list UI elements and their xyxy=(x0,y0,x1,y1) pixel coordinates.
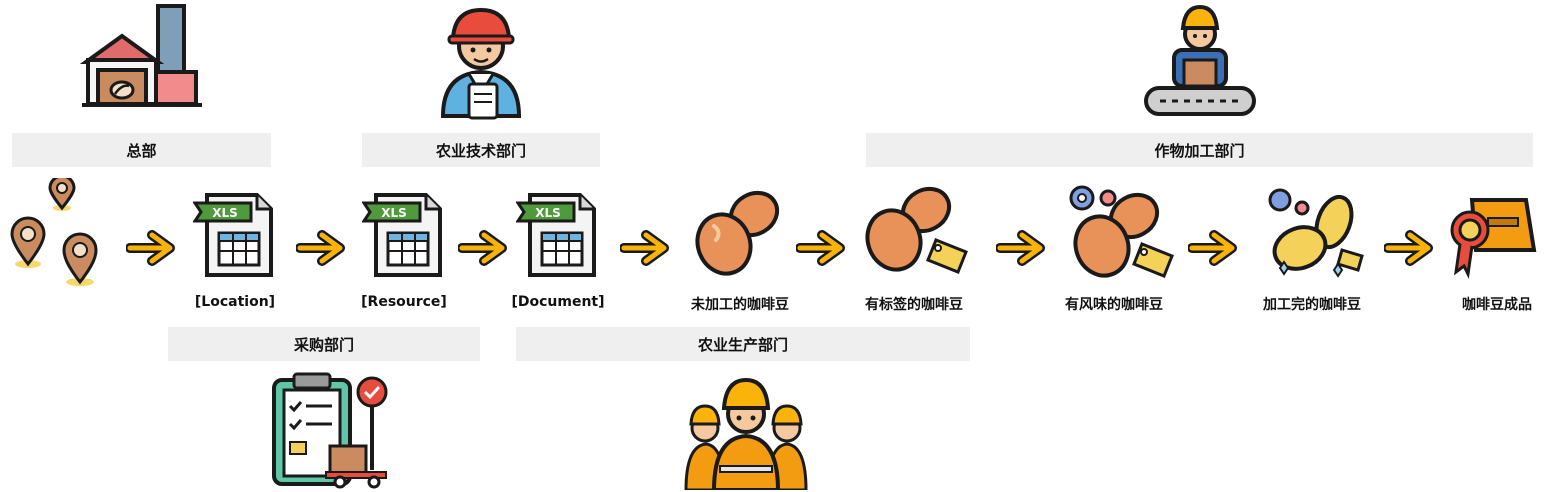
dept-hq-label: 总部 xyxy=(126,141,157,160)
arrow-right-icon xyxy=(796,230,845,266)
xls-file-icon-resource: XLS xyxy=(362,193,442,277)
dept-hq: 总部 xyxy=(12,133,271,167)
dept-purchasing: 采购部门 xyxy=(168,327,480,361)
label-processed-beans: 加工完的咖啡豆 xyxy=(1263,297,1361,313)
factory-icon xyxy=(80,4,202,107)
xls-file-icon-location: XLS xyxy=(193,193,273,277)
arrow-right-icon xyxy=(296,230,345,266)
label-raw-beans: 未加工的咖啡豆 xyxy=(691,297,789,313)
arrow-right-icon xyxy=(1384,230,1433,266)
workers-group-icon xyxy=(684,377,808,490)
dept-production-label: 农业生产部门 xyxy=(697,335,788,354)
label-document: [Document] xyxy=(511,294,605,310)
dept-agri-tech-label: 农业技术部门 xyxy=(435,141,526,160)
raw-bean-icon xyxy=(695,190,780,276)
flavored-bean-icon xyxy=(1069,185,1174,278)
worker-conveyor-icon xyxy=(1144,4,1256,116)
location-pin-icon xyxy=(10,178,98,286)
processed-bean-icon xyxy=(1268,188,1364,278)
arrow-right-icon xyxy=(126,230,175,266)
label-flavored-beans: 有风味的咖啡豆 xyxy=(1065,297,1163,313)
label-resource: [Resource] xyxy=(361,294,447,310)
xls-file-icon-document: XLS xyxy=(516,193,596,277)
arrow-right-icon xyxy=(458,230,507,266)
xls-label: XLS xyxy=(381,206,407,220)
dept-agri-tech: 农业技术部门 xyxy=(362,133,600,167)
dept-processing: 作物加工部门 xyxy=(866,133,1533,167)
label-tagged-beans: 有标签的咖啡豆 xyxy=(865,297,963,313)
dept-purchasing-label: 采购部门 xyxy=(293,335,354,354)
dept-production: 农业生产部门 xyxy=(516,327,970,361)
engineer-icon xyxy=(440,7,522,120)
xls-label: XLS xyxy=(212,206,238,220)
arrow-right-icon xyxy=(1188,230,1237,266)
xls-label: XLS xyxy=(535,206,561,220)
label-location: [Location] xyxy=(194,294,276,310)
dept-processing-label: 作物加工部门 xyxy=(1154,141,1245,160)
tagged-bean-icon xyxy=(865,186,968,274)
clipboard-icon xyxy=(272,372,388,489)
finished-product-icon xyxy=(1450,198,1537,279)
label-finished-product: 咖啡豆成品 xyxy=(1462,297,1532,313)
arrow-right-icon xyxy=(620,230,669,266)
arrow-right-icon xyxy=(996,230,1045,266)
